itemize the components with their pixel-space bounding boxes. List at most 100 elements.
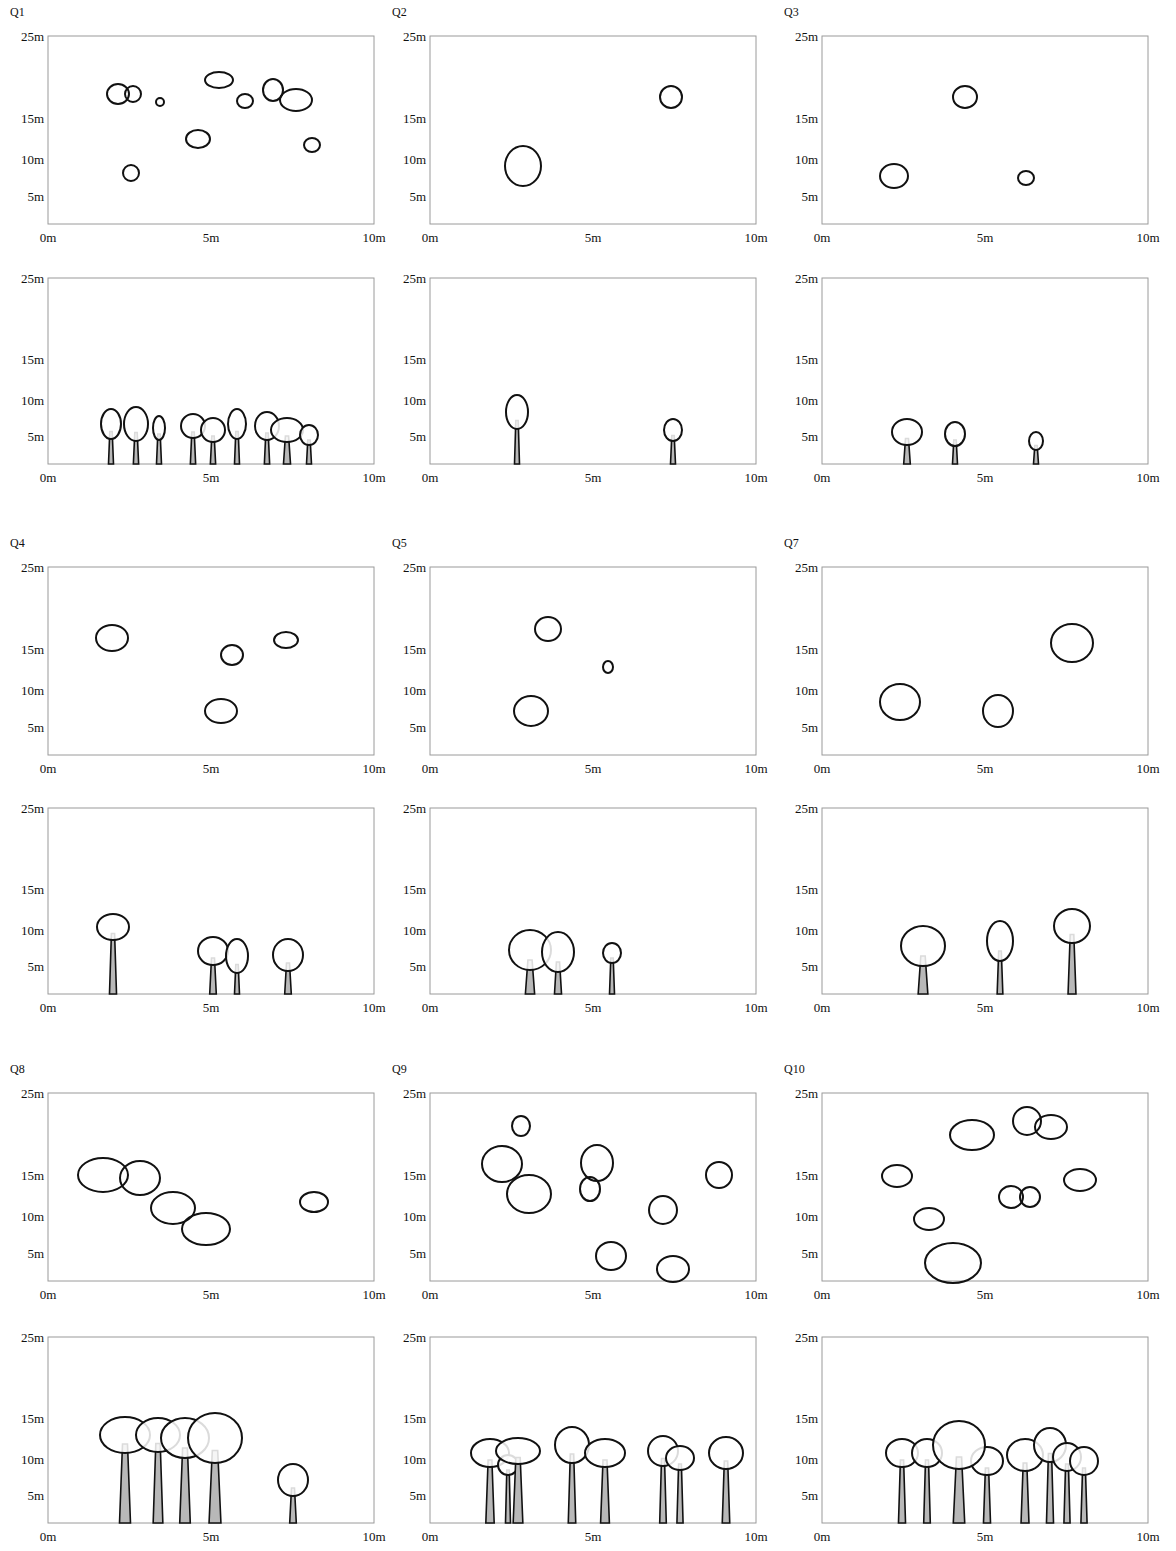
axis-label: 5m [409, 720, 426, 733]
crown-plan [221, 645, 243, 665]
crown-plan [953, 86, 977, 108]
axis-label: 15m [21, 352, 44, 365]
plan-frame [48, 567, 374, 755]
axis-label: 5m [27, 960, 44, 973]
tree-crown [555, 1427, 589, 1463]
panel-title: Q1 [10, 6, 25, 18]
axis-label: 0m [814, 471, 831, 484]
axis-label: 5m [977, 762, 994, 775]
axis-label: 10m [403, 923, 426, 936]
axis-label: 5m [27, 189, 44, 202]
crown-plan [512, 1116, 530, 1136]
axis-label: 25m [21, 802, 44, 815]
plan-frame [822, 1093, 1148, 1281]
tree-trunk [506, 1470, 511, 1523]
tree-crown [496, 1438, 540, 1464]
tree-elevation [496, 1438, 540, 1523]
tree-trunk [924, 1460, 931, 1523]
axis-label: 10m [362, 1288, 385, 1301]
tree-elevation [278, 1464, 308, 1523]
tree-crown [201, 418, 225, 442]
axis-label: 0m [40, 471, 57, 484]
axis-label: 15m [403, 1411, 426, 1424]
tree-elevation [1070, 1447, 1098, 1523]
tree-elevation [892, 419, 922, 464]
tree-crown [97, 914, 129, 940]
axis-label: 5m [585, 231, 602, 244]
panel-title: Q10 [784, 1063, 805, 1075]
axis-label: 5m [585, 762, 602, 775]
crown-plan [96, 625, 128, 651]
tree-trunk [153, 1444, 163, 1524]
axis-label: 15m [403, 642, 426, 655]
axis-label: 0m [40, 231, 57, 244]
panel-title: Q3 [784, 6, 799, 18]
plan-frame [822, 36, 1148, 224]
axis-label: 10m [744, 231, 767, 244]
tree-crown [945, 422, 965, 446]
axis-label: 10m [744, 1001, 767, 1014]
tree-crown [198, 937, 228, 965]
crown-plan [580, 1177, 600, 1201]
tree-elevation [664, 419, 682, 464]
axis-label: 5m [27, 1246, 44, 1259]
tree-elevation [273, 939, 303, 994]
panel-title: Q4 [10, 537, 25, 549]
axis-label: 5m [801, 189, 818, 202]
axis-label: 5m [585, 1288, 602, 1301]
crown-plan [914, 1208, 944, 1230]
axis-label: 10m [362, 1530, 385, 1543]
crown-plan [205, 72, 233, 88]
axis-label: 0m [40, 1288, 57, 1301]
tree-elevation [181, 414, 205, 464]
axis-label: 10m [795, 1452, 818, 1465]
tree-elevation [585, 1439, 625, 1523]
tree-crown [271, 418, 303, 442]
axis-label: 5m [203, 1530, 220, 1543]
axis-label: 5m [585, 1001, 602, 1014]
axis-label: 5m [409, 1246, 426, 1259]
crown-plan [660, 86, 682, 108]
axis-label: 15m [795, 111, 818, 124]
axis-label: 0m [422, 1001, 439, 1014]
axis-label: 25m [403, 272, 426, 285]
axis-label: 5m [977, 1530, 994, 1543]
crown-plan [280, 89, 312, 111]
tree-elevation [226, 939, 248, 994]
axis-label: 10m [795, 393, 818, 406]
axis-label: 25m [795, 1087, 818, 1100]
crown-plan [120, 1161, 160, 1195]
tree-crown [1029, 432, 1043, 450]
tree-trunk [677, 1464, 683, 1523]
axis-label: 5m [203, 1288, 220, 1301]
elevation-frame [822, 808, 1148, 994]
elevation-frame [48, 278, 374, 464]
tree-trunk [568, 1454, 575, 1523]
crown-plan [125, 86, 141, 102]
axis-label: 15m [795, 1168, 818, 1181]
axis-label: 10m [21, 1210, 44, 1223]
axis-label: 15m [403, 111, 426, 124]
tree-elevation [603, 943, 621, 994]
tree-elevation [1054, 909, 1090, 994]
tree-elevation [901, 926, 945, 994]
panel-title: Q2 [392, 6, 407, 18]
elevation-frame [48, 1337, 374, 1523]
crown-plan [950, 1120, 994, 1150]
crown-plan [274, 632, 298, 648]
crown-plan [596, 1242, 626, 1270]
axis-label: 25m [21, 30, 44, 43]
axis-label: 25m [403, 1331, 426, 1344]
axis-label: 5m [977, 1288, 994, 1301]
tree-trunk [722, 1461, 729, 1523]
axis-label: 5m [801, 430, 818, 443]
elevation-frame [430, 278, 756, 464]
axis-label: 25m [795, 561, 818, 574]
axis-label: 5m [203, 762, 220, 775]
tree-elevation [666, 1446, 694, 1523]
crown-plan [581, 1145, 613, 1181]
tree-elevation [506, 395, 528, 464]
tree-crown [664, 419, 682, 441]
tree-elevation [542, 932, 574, 994]
tree-crown [892, 419, 922, 445]
